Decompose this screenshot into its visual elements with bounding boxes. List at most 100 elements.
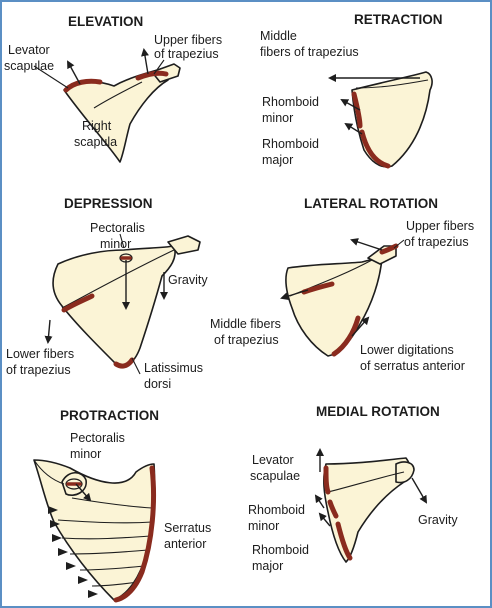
lateral-rotation-serratus-label-1: Lower digitations bbox=[360, 343, 454, 357]
protraction-line-3 bbox=[61, 535, 151, 540]
panel-depression: DEPRESSION Pectoralis minor Gravity Lowe… bbox=[6, 196, 208, 391]
medial-rotation-acromion bbox=[395, 461, 415, 484]
panel-elevation: ELEVATION Levator scapulae Upper fibers … bbox=[4, 14, 222, 163]
lateral-rotation-middle-fibers-label-2: of trapezius bbox=[214, 333, 279, 347]
elevation-bone-label-1: Right bbox=[82, 119, 112, 133]
lateral-rotation-upper-trapezius-arrow bbox=[350, 238, 383, 251]
protraction-serratus-label-1: Serratus bbox=[164, 521, 211, 535]
medial-rotation-rhomboid-major-arrow bbox=[318, 512, 331, 527]
retraction-middle-fibers-label-1: Middle bbox=[260, 29, 297, 43]
lateral-rotation-scapula bbox=[285, 257, 383, 357]
depression-spine bbox=[61, 249, 175, 309]
retraction-rhomboid-major-label-1: Rhomboid bbox=[262, 137, 319, 151]
panel-retraction: RETRACTION Middle fibers of trapezius Rh… bbox=[260, 12, 443, 169]
protraction-pectoralis-arrow bbox=[75, 483, 92, 502]
medial-rotation-title: MEDIAL ROTATION bbox=[316, 404, 440, 419]
protraction-line-2 bbox=[57, 519, 153, 524]
elevation-levator-label-2: scapulae bbox=[4, 59, 54, 73]
medial-rotation-spine bbox=[327, 471, 405, 493]
medial-rotation-levator-attachment bbox=[323, 465, 331, 495]
depression-pectoralis-leader bbox=[119, 233, 125, 249]
elevation-trapezius-attachment bbox=[135, 70, 169, 81]
protraction-line-5 bbox=[79, 565, 145, 571]
panel-lateral-rotation: LATERAL ROTATION Upper fibers of trapezi… bbox=[210, 196, 474, 373]
protraction-serratus-label-2: anterior bbox=[164, 537, 206, 551]
lateral-rotation-upper-fibers-label-1: Upper fibers bbox=[406, 219, 474, 233]
lateral-rotation-serratus-label-2: of serratus anterior bbox=[360, 359, 465, 373]
medial-rotation-rhomboid-minor-label-2: minor bbox=[248, 519, 279, 533]
depression-scapula bbox=[52, 245, 176, 368]
medial-rotation-rhomboid-major-label-2: major bbox=[252, 559, 283, 573]
protraction-serratus-arrowhead-1 bbox=[48, 506, 58, 514]
lateral-rotation-title: LATERAL ROTATION bbox=[304, 196, 438, 211]
medial-rotation-gravity-label: Gravity bbox=[418, 513, 458, 527]
elevation-levator-attachment bbox=[63, 78, 103, 93]
elevation-trapezius-arrow bbox=[141, 48, 149, 75]
panel-medial-rotation: MEDIAL ROTATION Levator scapulae Rhomboi… bbox=[248, 404, 458, 573]
lateral-rotation-middle-trapezius-arrow bbox=[280, 289, 309, 301]
lateral-rotation-serratus-arrow bbox=[351, 316, 370, 337]
medial-rotation-gravity-arrow bbox=[411, 477, 428, 504]
depression-latissimus-label-2: dorsi bbox=[144, 377, 171, 391]
protraction-serratus-arrowhead-3 bbox=[52, 534, 62, 542]
retraction-rhomboid-major-label-2: major bbox=[262, 153, 293, 167]
panel-protraction: PROTRACTION Pectoralis minor Serratus an… bbox=[33, 408, 211, 603]
elevation-title: ELEVATION bbox=[68, 14, 143, 29]
retraction-rhomboid-minor-label-1: Rhomboid bbox=[262, 95, 319, 109]
lateral-rotation-middle-fibers-label-1: Middle fibers bbox=[210, 317, 281, 331]
protraction-serratus-arrowhead-5 bbox=[66, 562, 76, 570]
protraction-serratus-arrowhead-7 bbox=[88, 590, 98, 598]
depression-pectoralis-label-2: minor bbox=[100, 237, 131, 251]
protraction-pectoralis-label-1: Pectoralis bbox=[70, 431, 125, 445]
depression-latissimus-label-1: Latissimus bbox=[144, 361, 203, 375]
elevation-levator-leader bbox=[33, 65, 69, 89]
depression-lower-fibers-label-1: Lower fibers bbox=[6, 347, 74, 361]
protraction-pectoralis-label-2: minor bbox=[70, 447, 101, 461]
medial-rotation-rhomboid-minor-arrow bbox=[314, 494, 325, 509]
retraction-scapula bbox=[351, 71, 433, 168]
retraction-spine bbox=[355, 79, 429, 89]
retraction-rhomboid-major-attachment bbox=[359, 129, 391, 169]
depression-latissimus-leader bbox=[131, 357, 141, 375]
protraction-line-4 bbox=[69, 549, 149, 555]
lateral-rotation-upper-fibers-label-2: of trapezius bbox=[404, 235, 469, 249]
medial-rotation-levator-label-1: Levator bbox=[252, 453, 294, 467]
medial-rotation-scapula bbox=[323, 457, 412, 563]
elevation-levator-label-1: Levator bbox=[8, 43, 50, 57]
medial-rotation-rhomboid-major-label-1: Rhomboid bbox=[252, 543, 309, 557]
protraction-serratus-attachment bbox=[113, 465, 157, 603]
medial-rotation-levator-label-2: scapulae bbox=[250, 469, 300, 483]
retraction-rhomboid-major-arrow bbox=[344, 122, 363, 135]
elevation-bone-label-2: scapula bbox=[74, 135, 117, 149]
protraction-line-1 bbox=[71, 497, 153, 509]
retraction-rhomboid-minor-attachment bbox=[351, 91, 363, 129]
lateral-rotation-upper-trapezius-leader bbox=[393, 239, 405, 249]
retraction-middle-fibers-label-2: fibers of trapezius bbox=[260, 45, 359, 59]
depression-title: DEPRESSION bbox=[64, 196, 153, 211]
retraction-title: RETRACTION bbox=[354, 12, 443, 27]
depression-acromion bbox=[167, 235, 201, 255]
lateral-rotation-serratus-attachment bbox=[331, 315, 361, 357]
depression-lower-fibers-label-2: of trapezius bbox=[6, 363, 71, 377]
depression-gravity-label: Gravity bbox=[168, 273, 208, 287]
protraction-serratus-arrowhead-2 bbox=[50, 520, 60, 528]
medial-rotation-rhomboid-minor-attachment bbox=[327, 499, 339, 519]
elevation-spine bbox=[93, 81, 143, 109]
elevation-upper-fibers-label-1: Upper fibers bbox=[154, 33, 222, 47]
depression-latissimus-attachment bbox=[113, 357, 135, 369]
protraction-serratus-arrowhead-4 bbox=[58, 548, 68, 556]
medial-rotation-rhomboid-minor-label-1: Rhomboid bbox=[248, 503, 305, 517]
retraction-rhomboid-minor-label-2: minor bbox=[262, 111, 293, 125]
depression-pectoralis-label-1: Pectoralis bbox=[90, 221, 145, 235]
medial-rotation-rhomboid-major-attachment bbox=[335, 521, 353, 561]
elevation-trapezius-leader bbox=[153, 59, 165, 75]
depression-trapezius-attachment bbox=[61, 293, 95, 313]
protraction-serratus-arrowhead-6 bbox=[78, 576, 88, 584]
protraction-spine-ridge bbox=[33, 459, 65, 485]
elevation-levator-arrow bbox=[67, 60, 81, 85]
depression-trapezius-arrow bbox=[44, 319, 53, 344]
elevation-scapula bbox=[63, 67, 171, 163]
elevation-upper-fibers-label-2: of trapezius bbox=[154, 47, 219, 61]
